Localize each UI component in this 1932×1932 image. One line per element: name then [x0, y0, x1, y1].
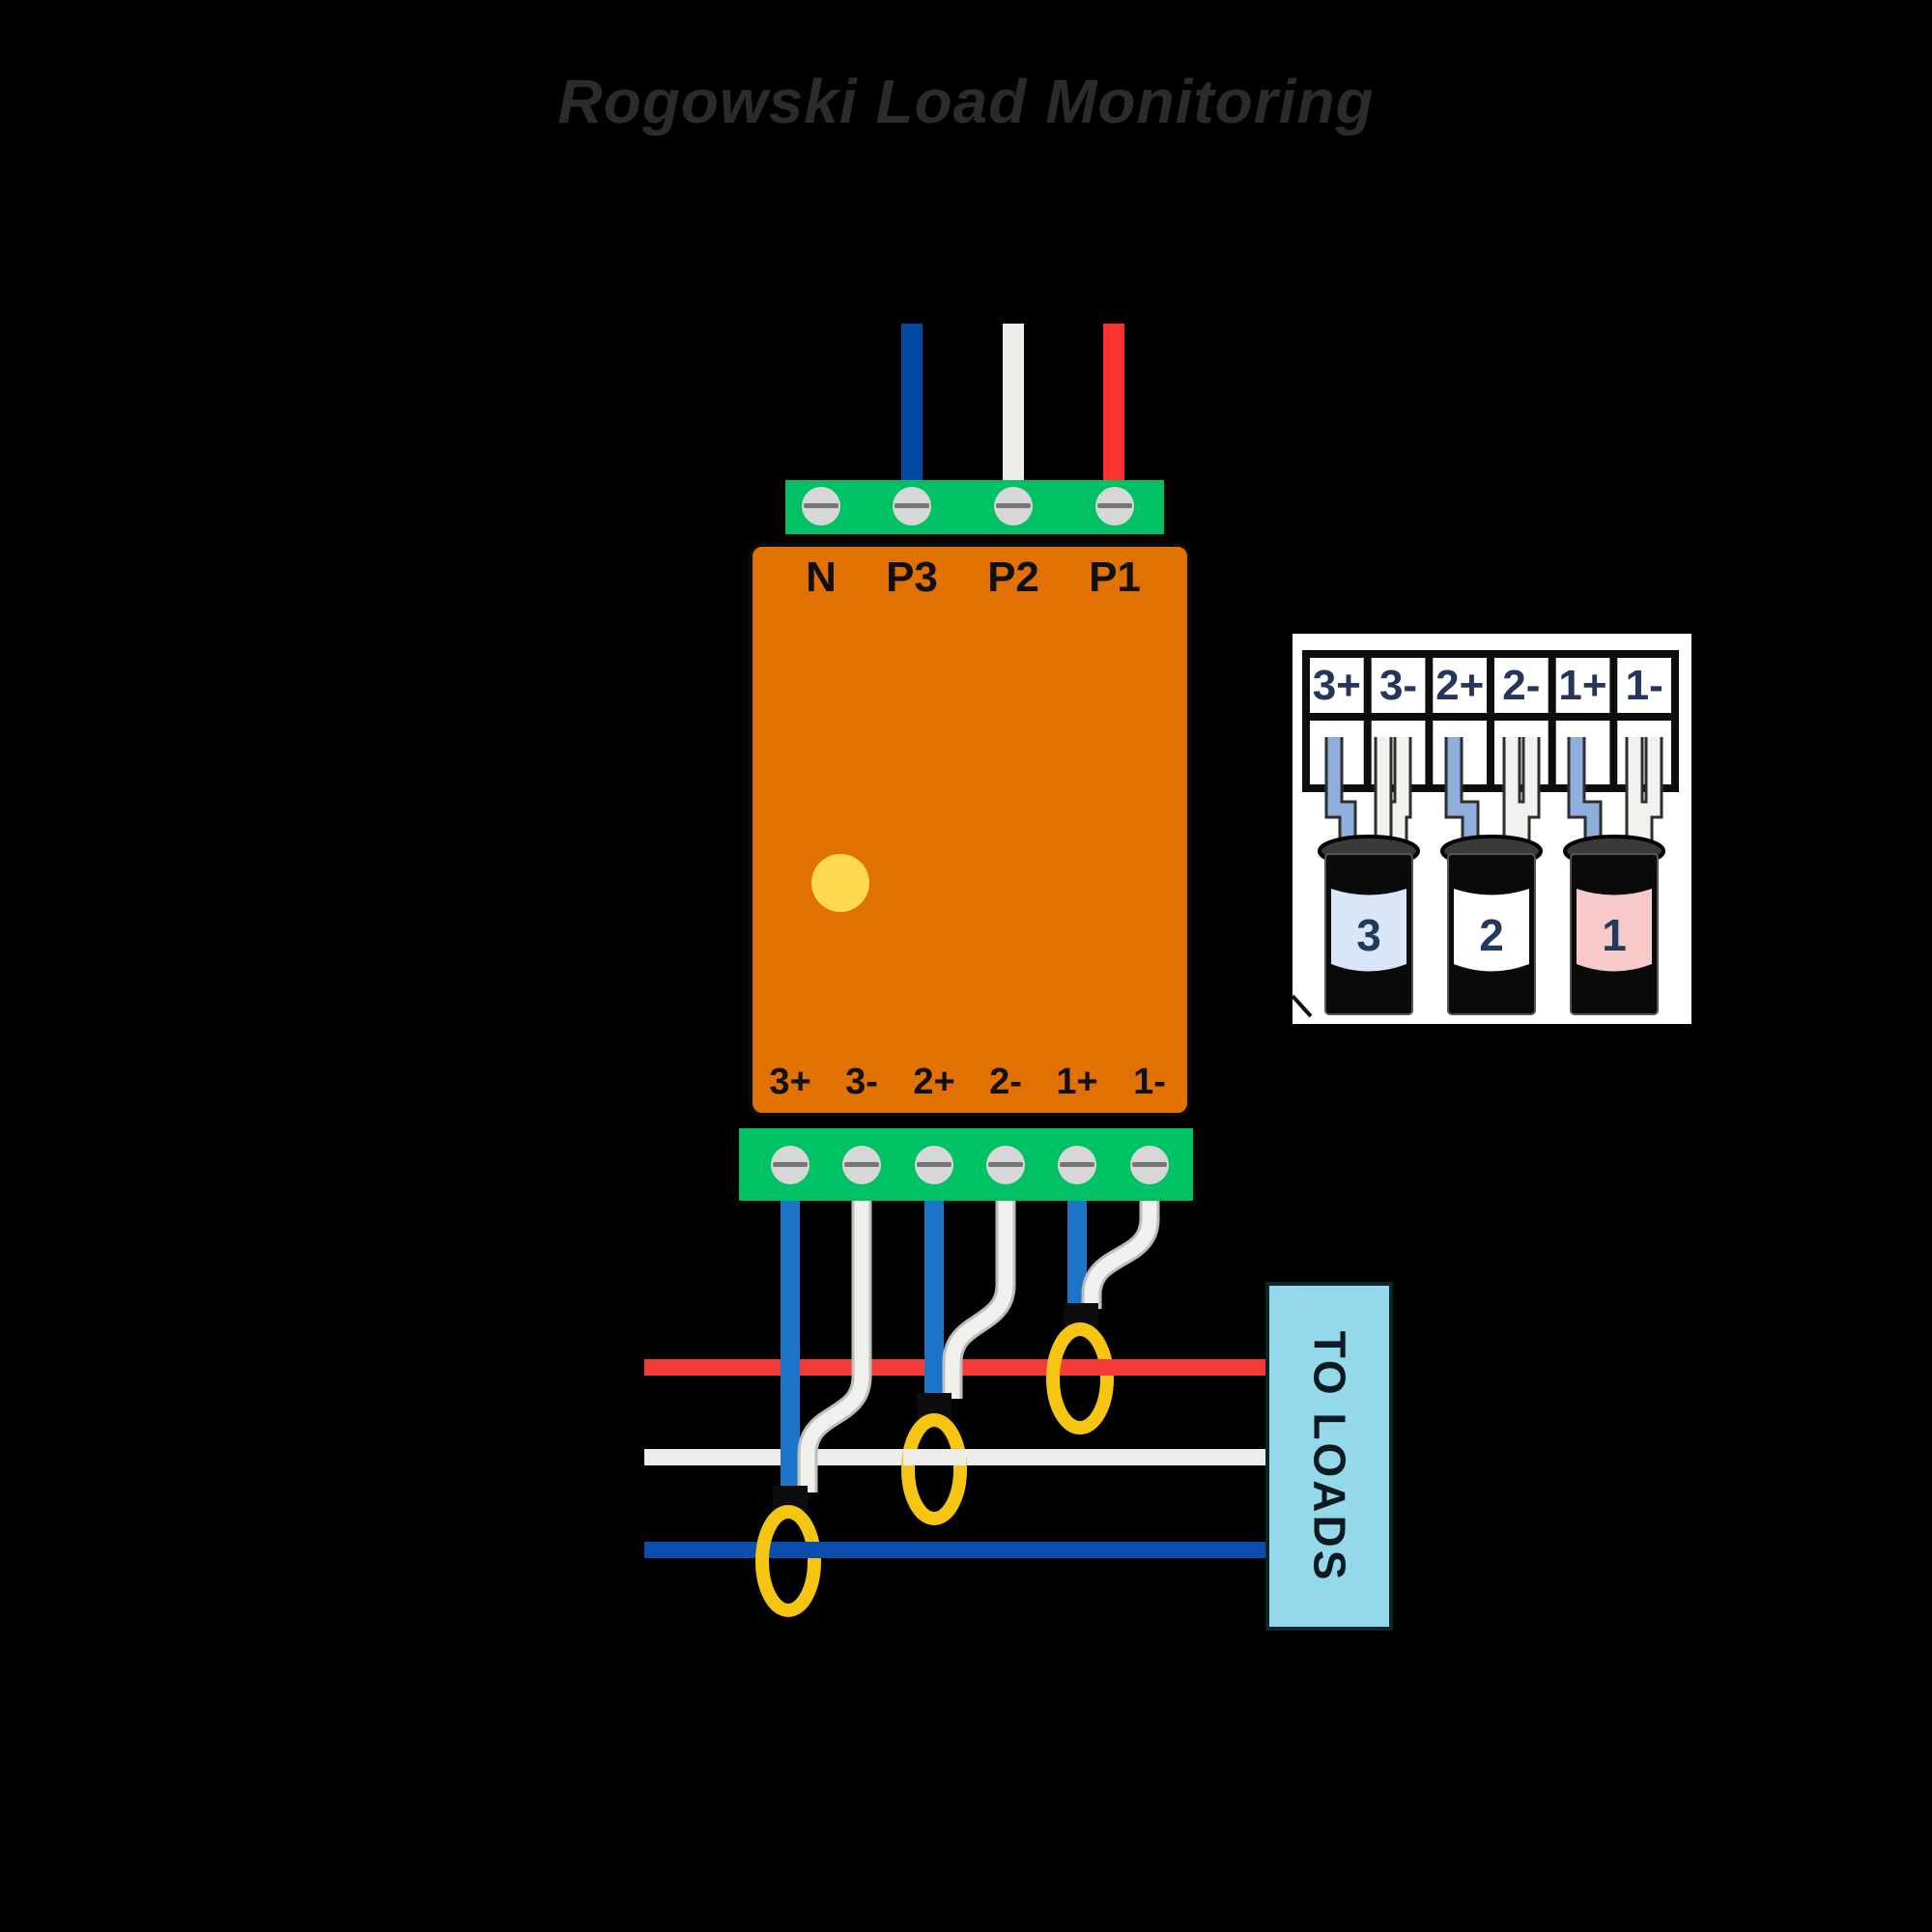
- coil2-number: 2: [1479, 910, 1504, 960]
- top-terminal-block: [785, 480, 1164, 534]
- terminal-label-3plus: 3+: [769, 1062, 811, 1102]
- phase1-wire-top: [1103, 324, 1124, 481]
- coil3-band: [1331, 889, 1406, 972]
- inset-terminal-grid: [1302, 650, 1679, 792]
- inset-terminal-labels: 3+ 3- 2+ 2- 1+ 1-: [1313, 662, 1663, 709]
- coil-cable-ends: 3 2 1: [1318, 835, 1665, 1015]
- sense-wires-white: [797, 1201, 1160, 1492]
- rogowski-coils: [755, 1322, 1114, 1617]
- load-wire-blue: [644, 1542, 1271, 1558]
- coil2-wire-overlap: [903, 1449, 966, 1465]
- terminal-label-n: N: [806, 554, 837, 601]
- inset-drawing: 3+ 3- 2+ 2- 1+ 1-: [1293, 650, 1679, 1018]
- coil3-loop: [755, 1505, 821, 1617]
- diagram-title: Rogowski Load Monitoring: [557, 67, 1375, 136]
- terminal-label-3minus: 3-: [845, 1062, 878, 1102]
- coil2-band: [1454, 889, 1529, 972]
- inset-label-3minus: 3-: [1379, 662, 1417, 709]
- screw-terminal-3minus: [842, 1146, 881, 1184]
- terminal-label-p2: P2: [987, 554, 1039, 601]
- meter-device: N P3 P2 P1 3+ 3- 2+ 2- 1+ 1-: [749, 543, 1191, 1117]
- coil1-loop: [1046, 1322, 1114, 1435]
- screw-terminal-p1: [1095, 487, 1134, 526]
- inset-label-3plus: 3+: [1313, 662, 1361, 709]
- phase2-wire-top: [1003, 324, 1024, 481]
- terminal-label-p1: P1: [1089, 554, 1141, 601]
- coil-numbers: 3 2 1: [1356, 910, 1627, 960]
- sense-wire-3minus-outline: [797, 1201, 872, 1492]
- sense-wires-blue: [781, 1201, 1087, 1493]
- screw-terminal-3plus: [771, 1146, 810, 1184]
- screw-terminal-n: [802, 487, 840, 526]
- terminal-label-2minus: 2-: [989, 1062, 1022, 1102]
- terminal-label-1minus: 1-: [1133, 1062, 1166, 1102]
- screw-terminal-p2: [994, 487, 1033, 526]
- sense-wire-1minus: [1084, 1201, 1157, 1309]
- sense-wire-3minus: [800, 1201, 869, 1492]
- terminal-label-2plus: 2+: [913, 1062, 955, 1102]
- inset-label-2plus: 2+: [1435, 662, 1484, 709]
- screw-terminal-2plus: [915, 1146, 953, 1184]
- led-indicator: [811, 854, 869, 912]
- bottom-terminal-block: [739, 1128, 1193, 1201]
- phase3-wire-top: [901, 324, 923, 481]
- coil2-loop: [901, 1413, 967, 1525]
- coil1-band: [1577, 889, 1652, 972]
- inset-leader-line: [1293, 994, 1313, 1018]
- screw-terminal-p3: [893, 487, 931, 526]
- to-loads-box: TO LOADS: [1265, 1282, 1393, 1631]
- screw-terminal-1plus: [1058, 1146, 1096, 1184]
- inset-label-1plus: 1+: [1558, 662, 1606, 709]
- inset-label-1minus: 1-: [1626, 662, 1663, 709]
- coil-wiring-inset: 3+ 3- 2+ 2- 1+ 1-: [1293, 634, 1691, 1024]
- coil1-wire-overlap: [1090, 1359, 1122, 1376]
- inset-wires-blue: [1327, 737, 1600, 856]
- inset-label-2minus: 2-: [1502, 662, 1540, 709]
- screw-terminal-1minus: [1130, 1146, 1169, 1184]
- coil3-wire-overlap: [798, 1542, 831, 1558]
- screw-terminal-2minus: [986, 1146, 1025, 1184]
- terminal-label-p3: P3: [886, 554, 938, 601]
- terminal-label-1plus: 1+: [1056, 1062, 1098, 1102]
- coil3-number: 3: [1356, 910, 1381, 960]
- sense-wire-2minus: [945, 1201, 1013, 1399]
- coil1-number: 1: [1602, 910, 1627, 960]
- to-loads-label: TO LOADS: [1304, 1330, 1355, 1582]
